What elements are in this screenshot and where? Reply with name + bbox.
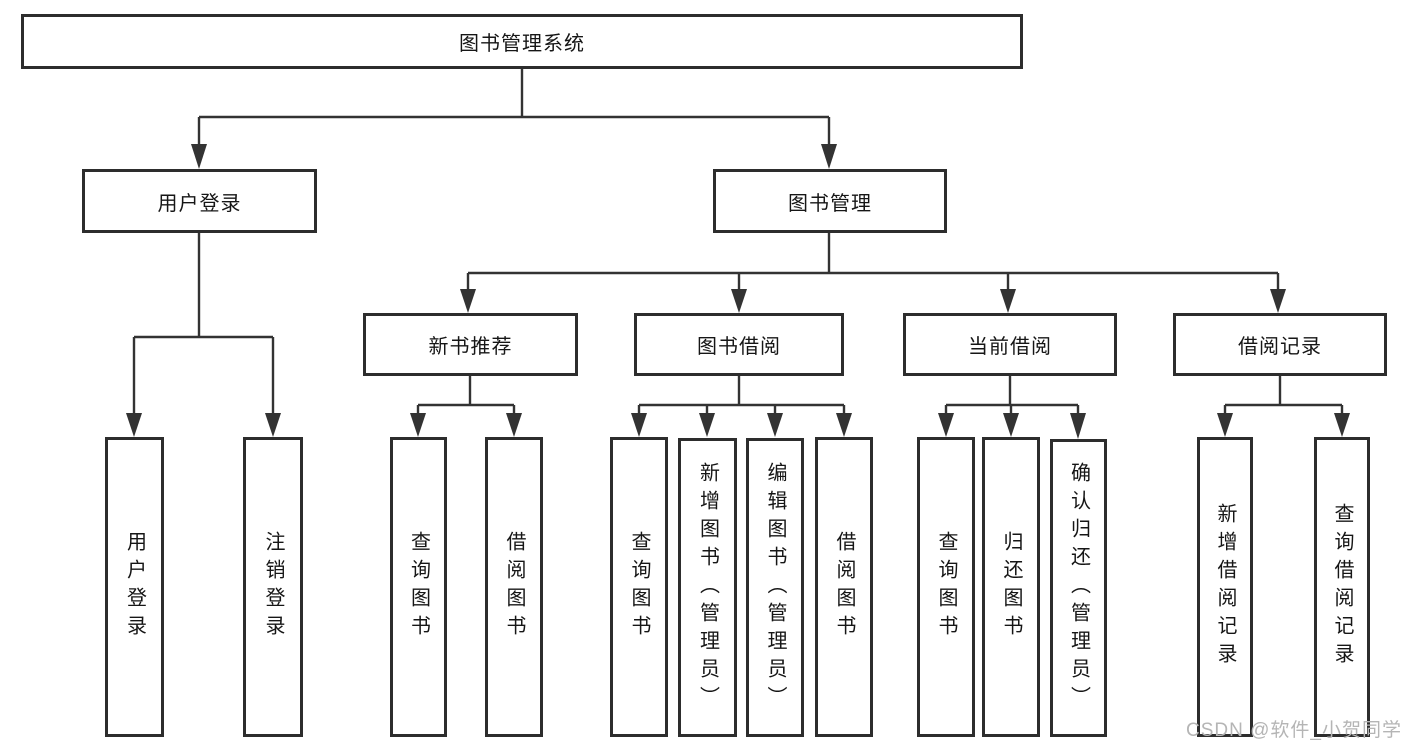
node-root-label: 图书管理系统 bbox=[459, 33, 585, 55]
node-user-login-label: 用户登录 bbox=[157, 192, 242, 215]
node-new-book-recommend-label: 新书推荐 bbox=[428, 336, 513, 358]
leaf-bb-add-book-label: 新增图书（管理员） bbox=[696, 461, 719, 714]
node-book-management: 图书管理 bbox=[713, 169, 947, 233]
leaf-br-query-record: 查询借阅记录 bbox=[1314, 437, 1370, 737]
leaf-bb-borrow-book: 借阅图书 bbox=[815, 437, 873, 737]
leaf-cb-query-book-label: 查询图书 bbox=[935, 531, 957, 643]
arrowhead-leaf-logout bbox=[265, 413, 281, 437]
arrowhead-bb-query bbox=[631, 413, 647, 437]
node-current-borrow: 当前借阅 bbox=[903, 313, 1117, 376]
leaf-bb-add-book: 新增图书（管理员） bbox=[678, 438, 737, 737]
arrowhead-borrow-record bbox=[1270, 289, 1286, 313]
node-book-borrow-label: 图书借阅 bbox=[697, 336, 781, 358]
arrowhead-cb-query bbox=[938, 413, 954, 437]
arrowhead-cb-return bbox=[1003, 413, 1019, 437]
leaf-br-add-record: 新增借阅记录 bbox=[1197, 437, 1253, 737]
arrowhead-bb-add bbox=[699, 413, 715, 437]
leaf-logout: 注销登录 bbox=[243, 437, 303, 737]
leaf-cb-query-book: 查询图书 bbox=[917, 437, 975, 737]
connector-lines bbox=[132, 69, 1344, 414]
arrowhead-current-borrow bbox=[1000, 289, 1016, 313]
leaf-nb-borrow-book: 借阅图书 bbox=[485, 437, 543, 737]
leaf-cb-confirm-return: 确认归还（管理员） bbox=[1050, 439, 1107, 737]
node-root: 图书管理系统 bbox=[21, 14, 1023, 69]
leaf-bb-query-book: 查询图书 bbox=[610, 437, 668, 737]
arrowhead-leaf-user-login bbox=[126, 413, 142, 437]
node-borrow-record-label: 借阅记录 bbox=[1238, 336, 1322, 358]
arrowhead-user-login bbox=[191, 144, 207, 169]
leaf-logout-label: 注销登录 bbox=[262, 531, 284, 643]
watermark: CSDN @软件_小贺同学 bbox=[1186, 720, 1402, 741]
arrowhead-bb-borrow bbox=[836, 413, 852, 437]
leaf-bb-borrow-book-label: 借阅图书 bbox=[833, 531, 855, 643]
leaf-bb-edit-book: 编辑图书（管理员） bbox=[746, 438, 804, 737]
leaf-br-add-record-label: 新增借阅记录 bbox=[1214, 503, 1236, 671]
node-user-login: 用户登录 bbox=[82, 169, 317, 233]
leaf-cb-confirm-return-label: 确认归还（管理员） bbox=[1067, 462, 1090, 714]
arrowhead-bb-edit bbox=[767, 413, 783, 437]
leaf-bb-edit-book-label: 编辑图书（管理员） bbox=[764, 461, 786, 714]
arrowhead-nb-query bbox=[410, 413, 426, 437]
leaf-cb-return-book: 归还图书 bbox=[982, 437, 1040, 737]
leaf-bb-query-book-label: 查询图书 bbox=[628, 531, 650, 643]
leaf-nb-query-book: 查询图书 bbox=[390, 437, 447, 737]
leaf-user-login: 用户登录 bbox=[105, 437, 164, 737]
leaf-nb-borrow-book-label: 借阅图书 bbox=[503, 531, 525, 643]
node-borrow-record: 借阅记录 bbox=[1173, 313, 1387, 376]
arrowhead-br-add bbox=[1217, 413, 1233, 437]
arrowhead-book-borrow bbox=[731, 289, 747, 313]
arrowhead-nb-borrow bbox=[506, 413, 522, 437]
leaf-br-query-record-label: 查询借阅记录 bbox=[1331, 503, 1353, 671]
node-current-borrow-label: 当前借阅 bbox=[968, 336, 1052, 358]
node-book-management-label: 图书管理 bbox=[788, 192, 872, 215]
arrowhead-new-book bbox=[460, 289, 476, 313]
leaf-user-login-label: 用户登录 bbox=[123, 531, 146, 643]
node-new-book-recommend: 新书推荐 bbox=[363, 313, 578, 376]
arrowhead-book-mgmt bbox=[821, 144, 837, 169]
leaf-nb-query-book-label: 查询图书 bbox=[407, 531, 430, 643]
arrowhead-cb-confirm bbox=[1070, 413, 1086, 439]
node-book-borrow: 图书借阅 bbox=[634, 313, 844, 376]
arrowhead-br-query bbox=[1334, 413, 1350, 437]
leaf-cb-return-book-label: 归还图书 bbox=[1000, 531, 1022, 643]
arrowheads bbox=[126, 144, 1350, 439]
